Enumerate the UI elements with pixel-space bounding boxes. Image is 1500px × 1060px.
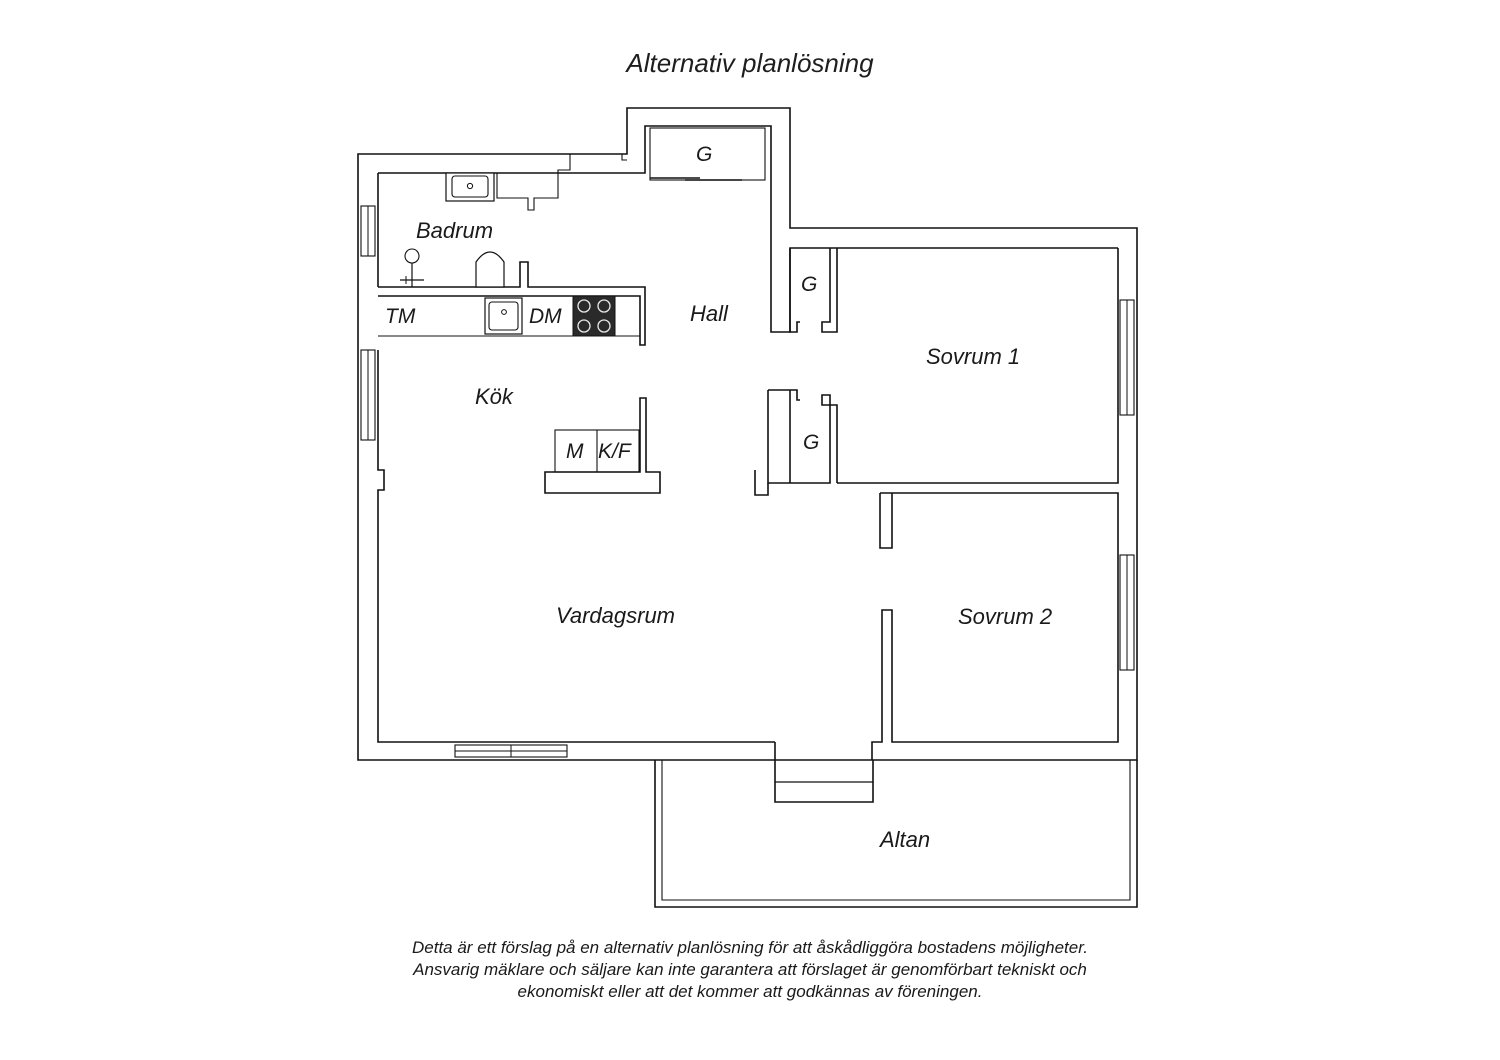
stove-icon (572, 295, 616, 337)
label-sovrum-2: Sovrum 2 (958, 604, 1052, 629)
disclaimer-line-1: Detta är ett förslag på en alternativ pl… (412, 938, 1088, 957)
label-wardrobe-low: G (803, 431, 819, 454)
hall-closet-lower (767, 390, 838, 484)
label-dm: DM (529, 305, 562, 328)
label-badrum: Badrum (416, 218, 493, 243)
label-m: M (566, 440, 584, 463)
label-tm: TM (385, 305, 416, 328)
label-wardrobe-top: G (696, 143, 712, 166)
window-bedroom-2 (1119, 554, 1135, 671)
plan-title: Alternativ planlösning (626, 48, 874, 78)
kitchen-sink (484, 297, 523, 335)
label-vardagsrum: Vardagsrum (556, 603, 675, 628)
window-kitchen (360, 349, 376, 441)
outer-wall-outer (357, 107, 1138, 761)
window-bathroom (360, 205, 376, 257)
altan-outline (654, 760, 1138, 908)
toilet (475, 251, 505, 288)
altan-door-step (774, 742, 874, 803)
disclaimer: Detta är ett förslag på en alternativ pl… (300, 937, 1200, 1003)
bathroom-wall (378, 261, 646, 346)
label-kf: K/F (598, 440, 632, 463)
window-bedroom-1 (1119, 299, 1135, 416)
bedroom-partition (871, 492, 1119, 760)
label-kok: Kök (475, 384, 514, 409)
label-hall: Hall (690, 301, 729, 326)
hall-closet-upper (789, 248, 800, 333)
label-sovrum-1: Sovrum 1 (926, 344, 1020, 369)
shower-icon (400, 248, 424, 287)
window-livingroom (454, 744, 568, 758)
disclaimer-line-2: Ansvarig mäklare och säljare kan inte ga… (413, 960, 1087, 979)
label-altan: Altan (878, 827, 930, 852)
disclaimer-line-3: ekonomiskt eller att det kommer att godk… (517, 982, 983, 1001)
label-wardrobe-mid: G (801, 273, 817, 296)
